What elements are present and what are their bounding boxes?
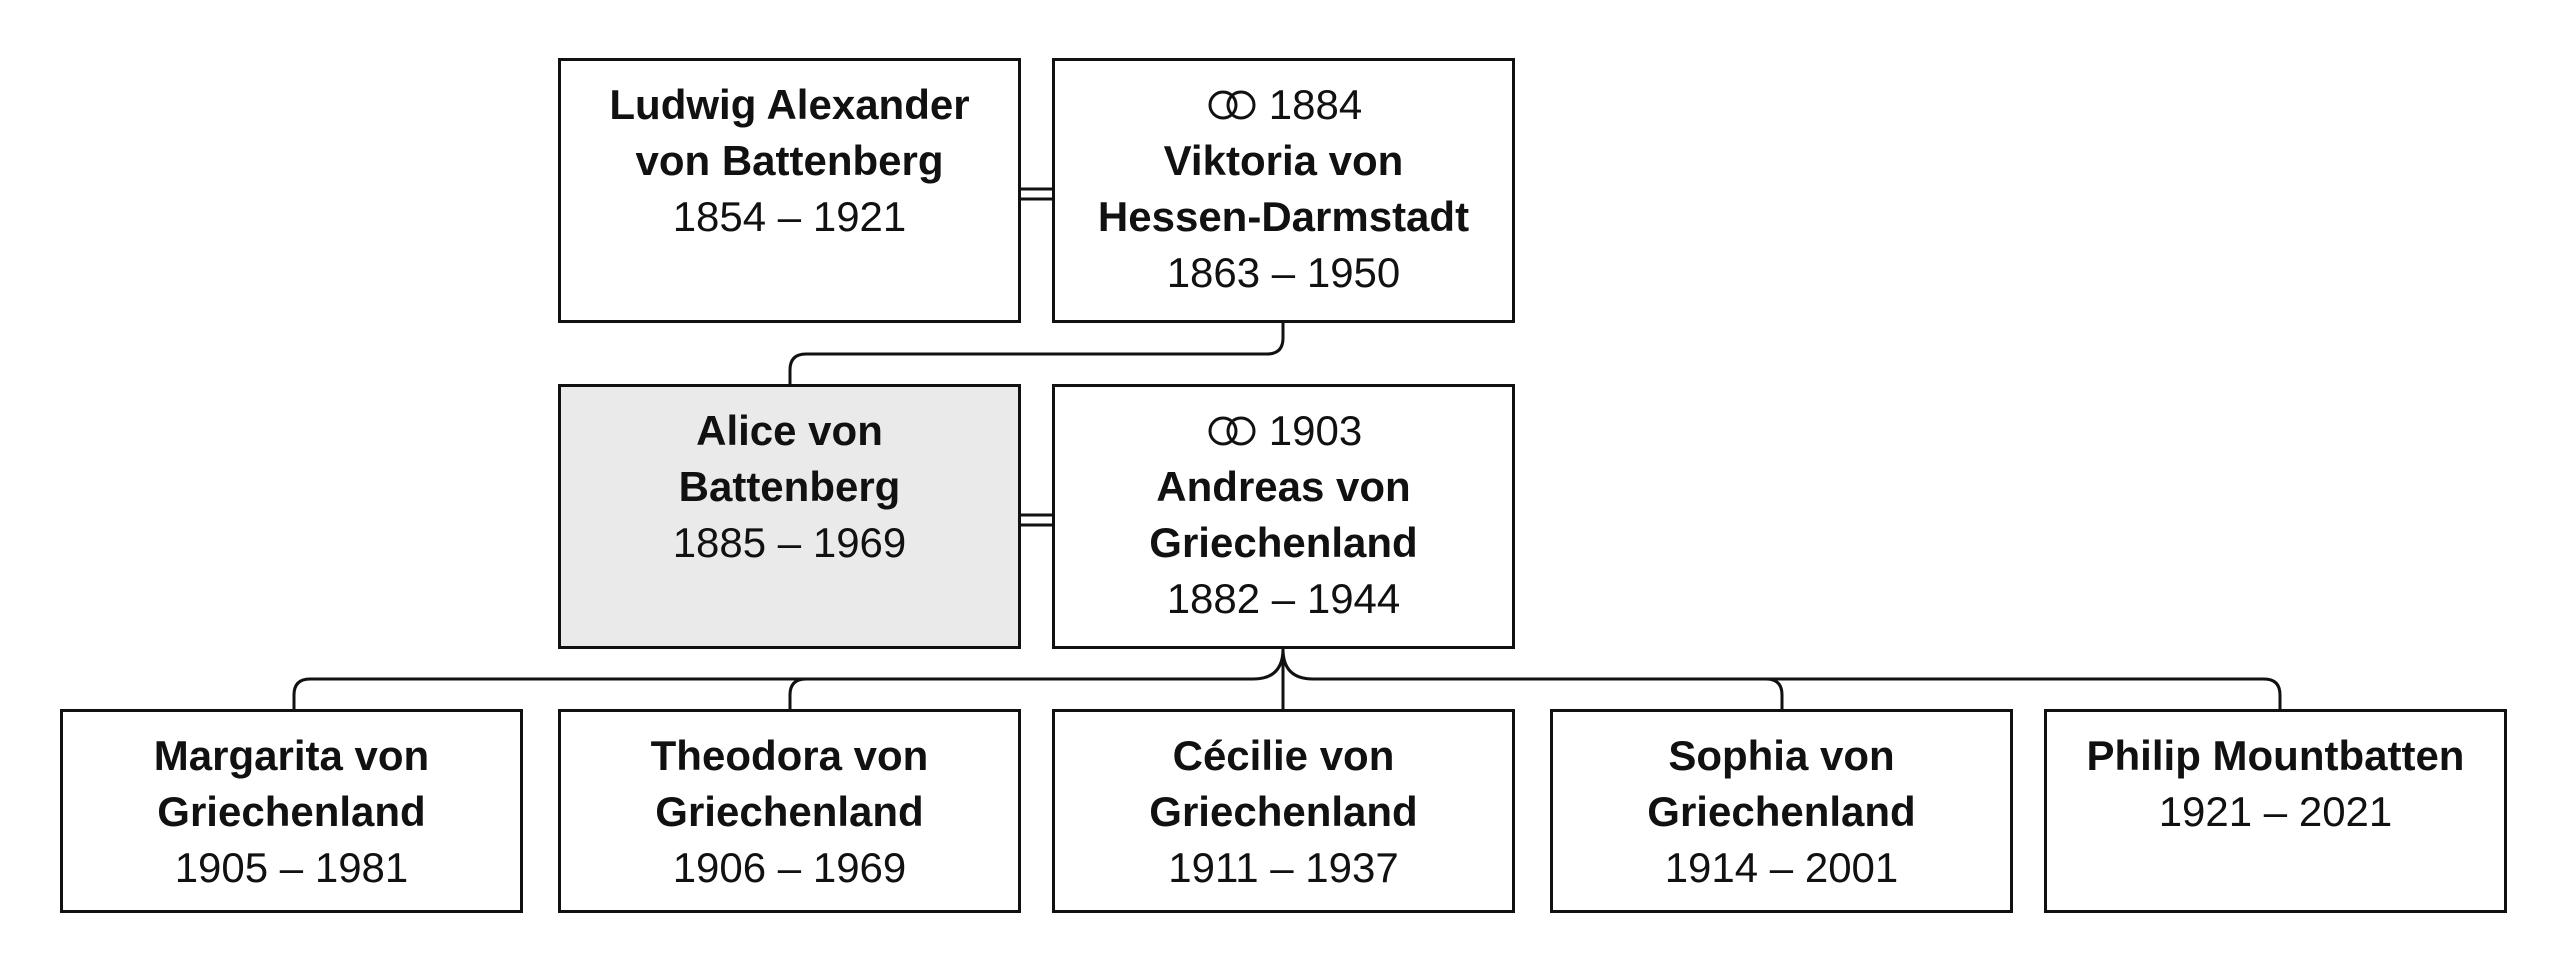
person-box-andreas[interactable]: 1903 Andreas von Griechenland 1882 – 194… [1052,384,1515,649]
person-name: Cécilie von [1172,732,1395,779]
person-name: Battenberg [678,463,901,510]
parent-link-alice [788,323,1285,384]
person-name: Sophia von [1668,732,1895,779]
person-box-ludwig[interactable]: Ludwig Alexander von Battenberg 1854 – 1… [558,58,1021,323]
person-name: Philip Mountbatten [2086,732,2465,779]
marriage-year: 1884 [1268,81,1363,128]
person-name: Griechenland [1647,788,1916,835]
interlocking-rings-icon [1205,88,1259,122]
person-years: 1863 – 1950 [1166,249,1401,296]
person-name: Andreas von [1156,463,1411,510]
person-box-alice[interactable]: Alice von Battenberg 1885 – 1969 [558,384,1021,649]
child-link-sophia [1281,648,2282,709]
person-years: 1905 – 1981 [174,844,409,891]
person-years: 1882 – 1944 [1166,575,1401,622]
person-years: 1854 – 1921 [672,193,907,240]
person-years: 1911 – 1937 [1168,844,1399,891]
person-name: Griechenland [655,788,924,835]
person-years: 1914 – 2001 [1664,844,1899,891]
marriage-info: 1903 [1205,403,1362,459]
child-link-margarita [292,648,1285,709]
person-name: Griechenland [157,788,426,835]
person-box-cecilie[interactable]: Cécilie von Griechenland 1911 – 1937 [1052,709,1515,913]
person-name: Viktoria von [1163,137,1404,184]
person-name: Griechenland [1149,519,1418,566]
interlocking-rings-icon [1205,414,1259,448]
person-years: 1921 – 2021 [2158,788,2393,835]
person-years: 1906 – 1969 [672,844,907,891]
person-years: 1885 – 1969 [672,519,907,566]
person-name: Theodora von [650,732,929,779]
person-name: Alice von [696,407,883,454]
person-name: Margarita von [153,732,430,779]
person-box-viktoria[interactable]: 1884 Viktoria von Hessen-Darmstadt 1863 … [1052,58,1515,323]
person-box-theodora[interactable]: Theodora von Griechenland 1906 – 1969 [558,709,1021,913]
person-name: Griechenland [1149,788,1418,835]
person-name: von Battenberg [635,137,944,184]
marriage-info: 1884 [1205,77,1362,133]
child-link-cecilie-sophia [1765,677,1784,709]
person-box-sophia[interactable]: Sophia von Griechenland 1914 – 2001 [1550,709,2013,913]
person-name: Hessen-Darmstadt [1097,193,1470,240]
person-name: Ludwig Alexander [609,81,970,128]
person-box-philip[interactable]: Philip Mountbatten 1921 – 2021 [2044,709,2507,913]
person-box-margarita[interactable]: Margarita von Griechenland 1905 – 1981 [60,709,523,913]
marriage-year: 1903 [1268,407,1363,454]
child-link-theodora [788,677,807,709]
